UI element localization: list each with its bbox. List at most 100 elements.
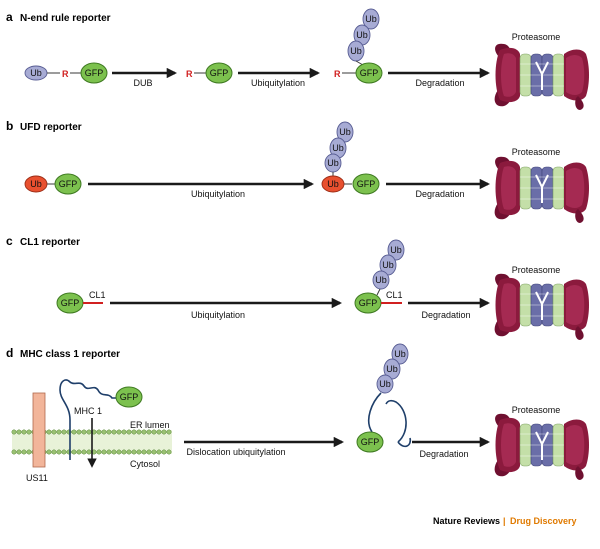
- ub-label: Ub: [390, 245, 402, 255]
- step-degradation-label: Degradation: [421, 310, 470, 320]
- lipid-head: [11, 449, 17, 455]
- lipid-head: [146, 449, 152, 455]
- step-ubiquitylation-label: Ubiquitylation: [191, 189, 245, 199]
- gfp-label: GFP: [357, 179, 376, 189]
- panel-d-letter: d: [6, 346, 13, 360]
- ub-label: Ub: [339, 127, 351, 137]
- step-dislocation-label: Dislocation ubiquitylation: [186, 447, 285, 457]
- gfp-protein: [115, 386, 143, 408]
- ub-label: Ub: [332, 143, 344, 153]
- lipid-head: [101, 429, 107, 435]
- panel-c: c CL1 reporter GFP CL1 Ubiquitylation Ub…: [6, 234, 590, 341]
- gfp-protein: [80, 62, 108, 84]
- lipid-head: [101, 449, 107, 455]
- credit-section: Drug Discovery: [510, 516, 577, 526]
- gfp-label: GFP: [85, 68, 104, 78]
- panel-d: d MHC class 1 reporter ER lumen Cytosol …: [6, 343, 590, 483]
- r-residue-label: R: [334, 69, 341, 79]
- mhc-label: MHC 1: [74, 406, 102, 416]
- cl1-label: CL1: [386, 290, 403, 300]
- ub-label: Ub: [365, 14, 377, 24]
- step-degradation-label: Degradation: [415, 189, 464, 199]
- lipid-head: [21, 449, 27, 455]
- proteasome-label: Proteasome: [512, 265, 561, 275]
- panel-a-title: N-end rule reporter: [20, 13, 111, 24]
- ub-tag: [391, 343, 409, 365]
- gfp-label: GFP: [210, 68, 229, 78]
- gfp-label: GFP: [360, 68, 379, 78]
- lipid-head: [121, 449, 127, 455]
- gfp-protein: [205, 62, 233, 84]
- lipid-head: [21, 429, 27, 435]
- ub-tag: [372, 270, 390, 290]
- gfp-label: GFP: [361, 437, 380, 447]
- lipid-head: [61, 449, 67, 455]
- er-lumen-label: ER lumen: [130, 420, 170, 430]
- lipid-head: [86, 429, 92, 435]
- lipid-head: [76, 449, 82, 455]
- panel-b: b UFD reporter Ub GFP Ubiquitylation Ub …: [6, 119, 590, 224]
- ub-label: Ub: [356, 30, 368, 40]
- panel-b-title: UFD reporter: [20, 122, 82, 133]
- step-ubiquitylation-label: Ubiquitylation: [251, 78, 305, 88]
- lipid-head: [51, 429, 57, 435]
- lipid-head: [106, 429, 112, 435]
- gfp-protein: [355, 62, 383, 84]
- lipid-head: [26, 449, 32, 455]
- gfp-label: GFP: [120, 392, 139, 402]
- lipid-head: [141, 449, 147, 455]
- lipid-head: [11, 429, 17, 435]
- gfp-protein: [352, 173, 380, 195]
- ub-tag: [376, 374, 394, 394]
- lipid-head: [76, 429, 82, 435]
- lipid-head: [131, 449, 137, 455]
- cytosol-label: Cytosol: [130, 459, 160, 469]
- proteasome-label: Proteasome: [512, 147, 561, 157]
- lipid-head: [116, 449, 122, 455]
- credit-separator: |: [503, 516, 506, 526]
- proteasome-label: Proteasome: [512, 32, 561, 42]
- lipid-head: [151, 449, 157, 455]
- lipid-head: [136, 449, 142, 455]
- panel-a: a N-end rule reporter Ub R GFP DUB R GFP…: [6, 8, 590, 111]
- lipid-head: [96, 449, 102, 455]
- panel-b-letter: b: [6, 119, 13, 133]
- lipid-head: [166, 449, 172, 455]
- lipid-head: [111, 429, 117, 435]
- ub-label: Ub: [375, 275, 387, 285]
- proteasome-icon: [493, 42, 590, 111]
- lipid-head: [106, 449, 112, 455]
- lipid-head: [51, 449, 57, 455]
- lipid-head: [161, 449, 167, 455]
- lipid-head: [111, 449, 117, 455]
- panel-d-title: MHC class 1 reporter: [20, 349, 120, 360]
- lipid-head: [161, 429, 167, 435]
- lipid-head: [121, 429, 127, 435]
- gfp-protein: [54, 173, 82, 195]
- ub-label: Ub: [350, 46, 362, 56]
- step-degradation-label: Degradation: [419, 449, 468, 459]
- lipid-head: [126, 429, 132, 435]
- lipid-head: [46, 449, 52, 455]
- us11-protein: [32, 392, 46, 468]
- ub-label: Ub: [327, 179, 339, 189]
- ub-label: Ub: [327, 158, 339, 168]
- proteasome-icon: [493, 412, 590, 481]
- panel-c-title: CL1 reporter: [20, 237, 80, 248]
- cl1-label: CL1: [89, 290, 106, 300]
- mhc-chain: [367, 392, 407, 443]
- gfp-protein: [356, 431, 384, 453]
- ub-tag: [336, 121, 354, 143]
- lipid-head: [131, 429, 137, 435]
- mhc-chain: [59, 379, 118, 460]
- lipid-head: [126, 449, 132, 455]
- step-degradation-label: Degradation: [415, 78, 464, 88]
- r-residue-label: R: [62, 69, 69, 79]
- gfp-label: GFP: [61, 298, 80, 308]
- ub-label: Ub: [386, 364, 398, 374]
- panel-a-letter: a: [6, 10, 13, 24]
- lipid-head: [156, 449, 162, 455]
- ub-label: Ub: [30, 68, 42, 78]
- lipid-head: [81, 429, 87, 435]
